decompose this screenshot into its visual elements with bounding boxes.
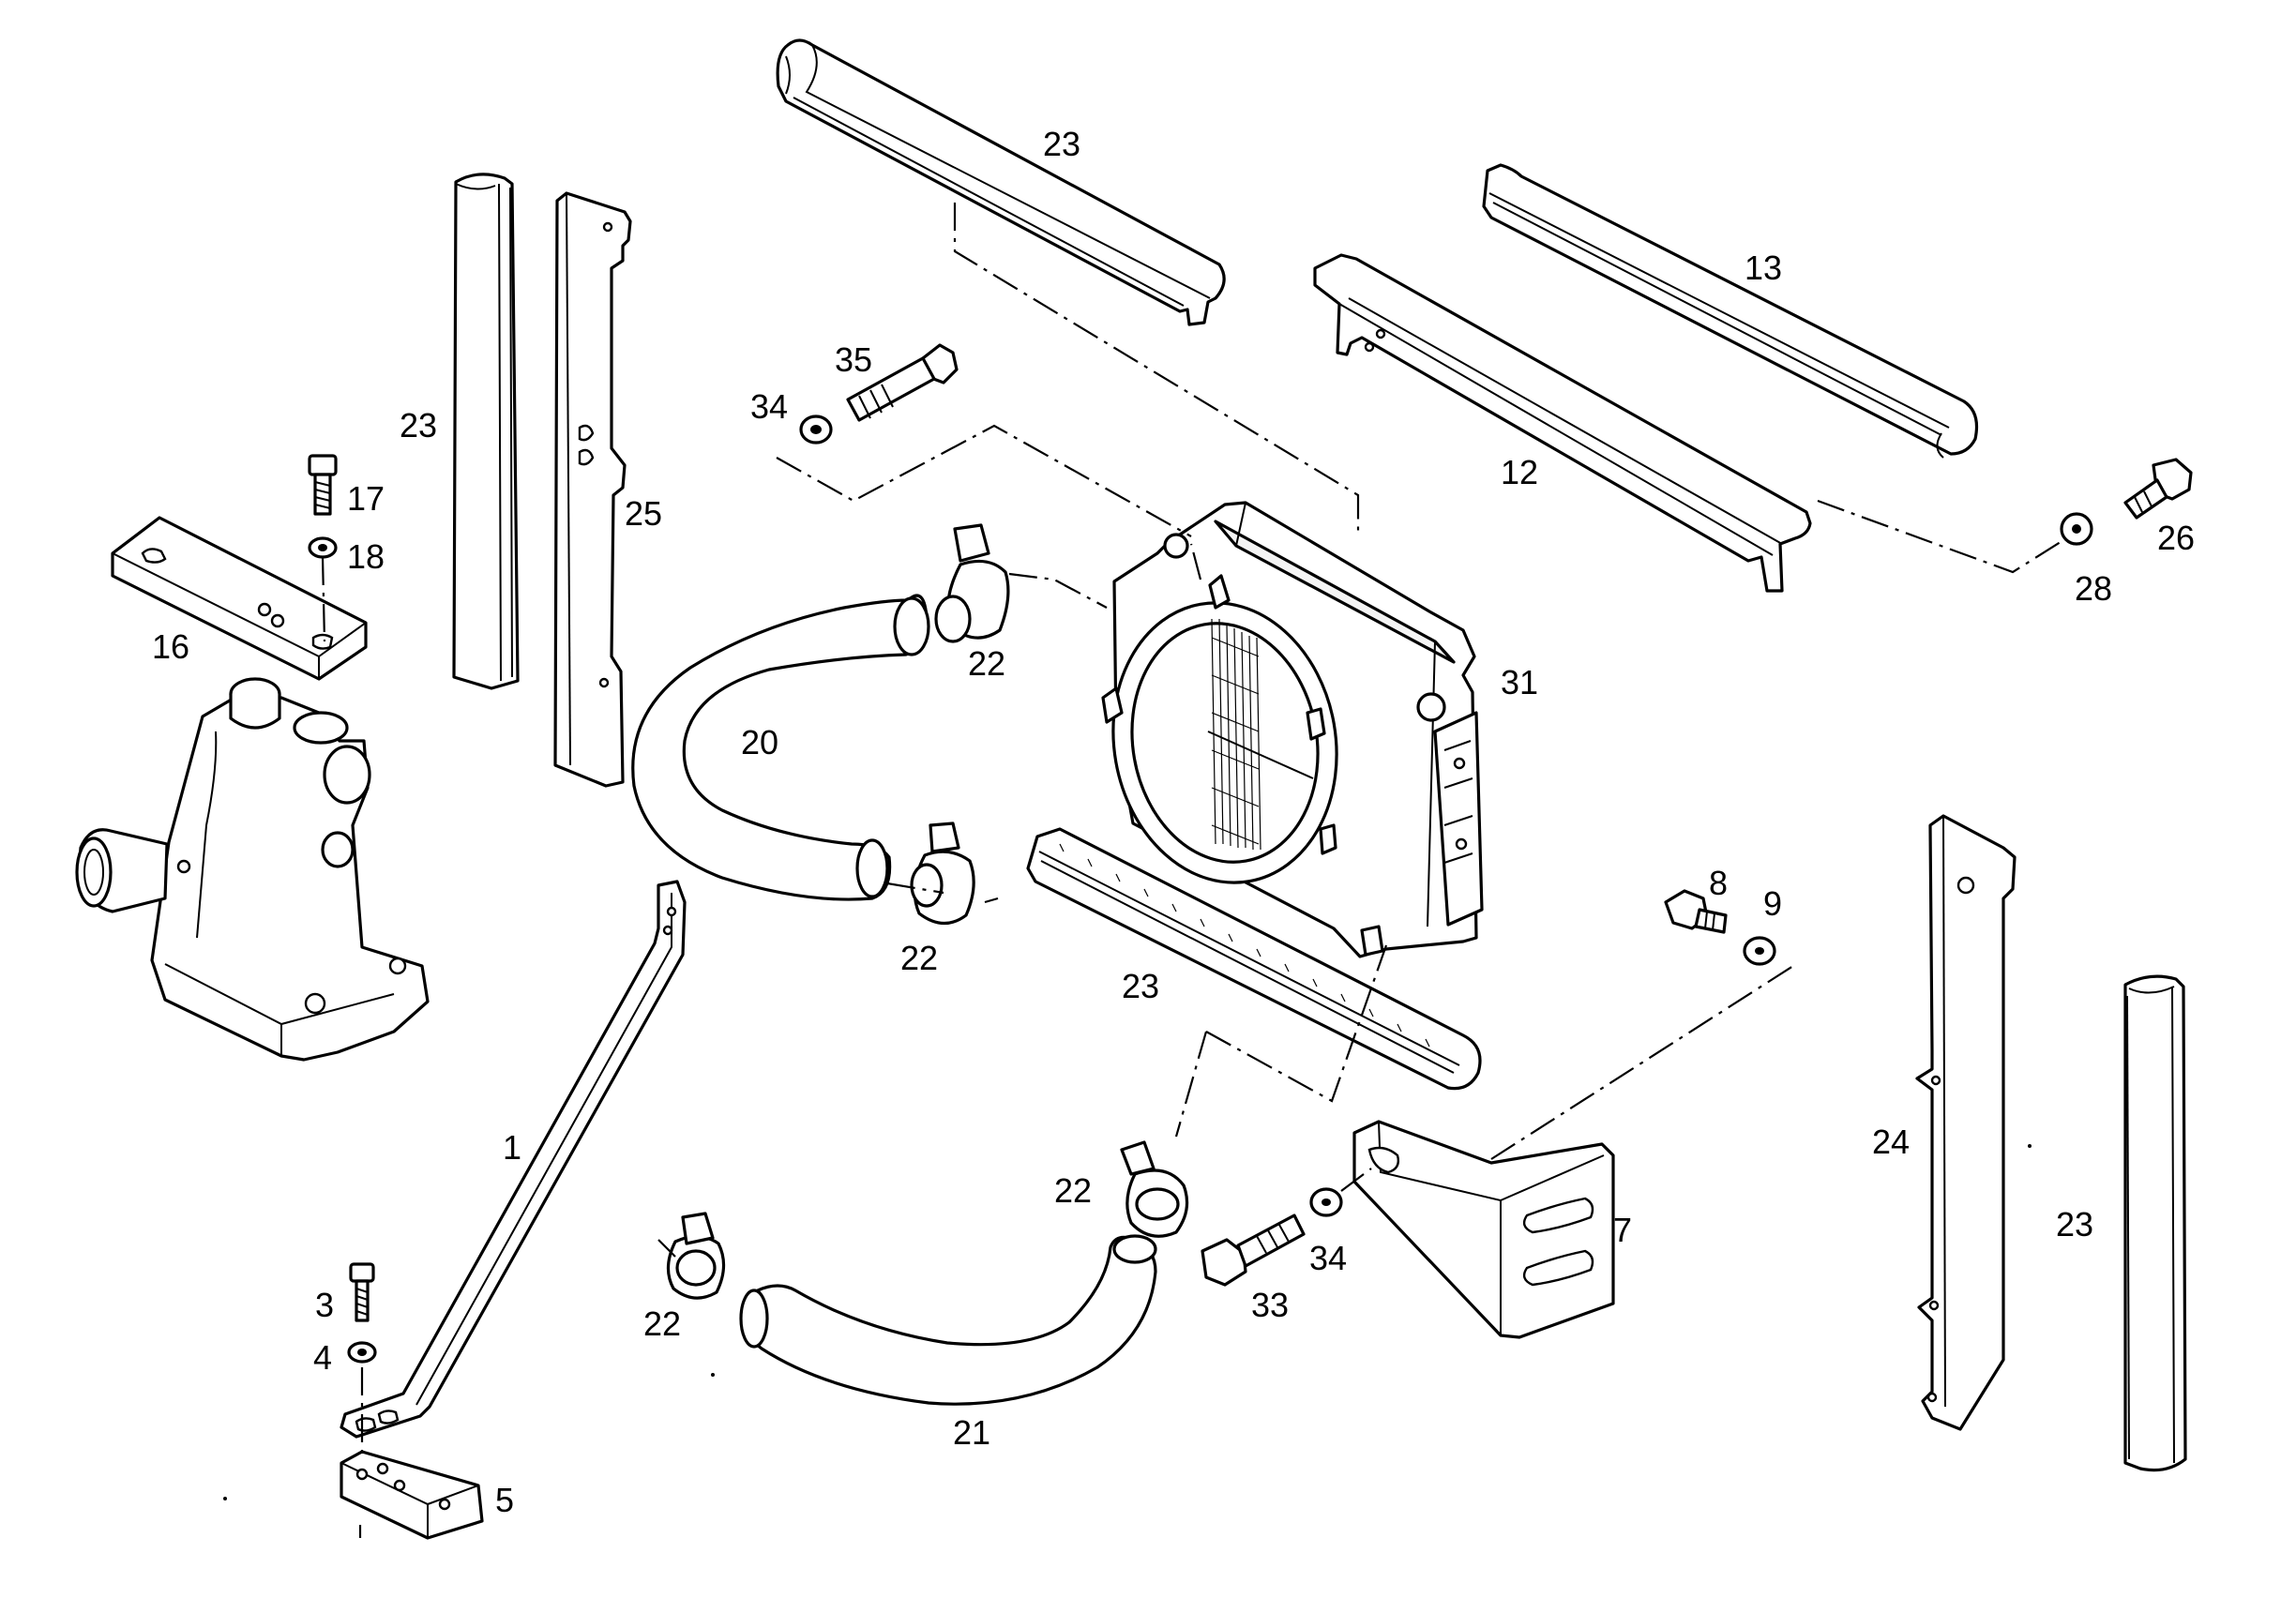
part-22-clamp-middle <box>910 822 975 926</box>
part-22-clamp-lower-right <box>1120 1140 1189 1238</box>
callout-33: 33 <box>1251 1286 1289 1324</box>
part-23-top-seal <box>776 38 1226 326</box>
callout-22-lower-right: 22 <box>1054 1171 1092 1210</box>
part-17-bolt <box>308 454 338 516</box>
radiator-core-hatching <box>1207 618 1314 851</box>
callout-20: 20 <box>741 723 778 761</box>
thermostat-housing <box>75 677 430 1062</box>
part-3-bolt <box>349 1262 375 1322</box>
callout-23-right: 23 <box>2056 1205 2093 1244</box>
callout-17: 17 <box>347 479 385 518</box>
part-22-clamp-upper <box>934 523 1010 643</box>
part-21-lower-hose <box>739 1234 1157 1406</box>
part-23-left-seal <box>452 173 520 690</box>
part-16-mounting-plate <box>111 516 368 681</box>
callout-23-left: 23 <box>400 406 437 445</box>
part-13-seal <box>1482 163 1979 459</box>
part-4-washer <box>347 1341 377 1364</box>
callout-34-top: 34 <box>750 387 788 426</box>
callout-24: 24 <box>1872 1123 1910 1161</box>
callout-22-upper: 22 <box>968 644 1005 683</box>
callout-31: 31 <box>1501 663 1538 701</box>
part-18-washer <box>308 536 338 559</box>
part-34-washer-bottom <box>1309 1187 1343 1217</box>
part-25-side-panel <box>553 191 632 788</box>
part-33-bolt <box>1201 1214 1306 1287</box>
callout-34-bottom: 34 <box>1309 1239 1347 1277</box>
callout-13: 13 <box>1745 249 1782 287</box>
part-9-washer <box>1743 936 1776 966</box>
callout-18: 18 <box>347 537 385 576</box>
callout-22-middle: 22 <box>900 939 938 977</box>
callout-22-lower-left: 22 <box>643 1304 681 1343</box>
part-5-mounting-block <box>340 1450 484 1540</box>
callout-labels: 1 3 4 5 7 8 9 12 13 16 17 18 20 21 22 22… <box>152 125 2195 1519</box>
part-8-bolt <box>1664 889 1728 934</box>
part-24-side-panel <box>1915 814 2017 1431</box>
part-31-radiator-assembly <box>1101 501 1484 958</box>
part-12-bracket <box>1313 253 1812 593</box>
callout-5: 5 <box>495 1481 514 1519</box>
callout-21: 21 <box>953 1413 990 1452</box>
scan-speck <box>711 1373 715 1377</box>
part-34-washer-top <box>799 415 833 445</box>
callout-28: 28 <box>2075 569 2112 608</box>
callout-9: 9 <box>1763 884 1782 923</box>
scan-speck <box>2028 1144 2032 1148</box>
callout-25: 25 <box>625 494 662 533</box>
part-35-bolt <box>846 343 959 422</box>
callout-16: 16 <box>152 627 189 666</box>
callout-8: 8 <box>1709 864 1728 902</box>
part-7-angle-bracket <box>1352 1120 1615 1339</box>
callout-26: 26 <box>2157 519 2195 557</box>
callout-23-top: 23 <box>1043 125 1080 163</box>
part-22-clamp-lower-left <box>666 1212 726 1300</box>
part-23-right-seal <box>2123 974 2187 1472</box>
callout-35: 35 <box>835 340 872 379</box>
callout-3: 3 <box>315 1286 334 1324</box>
callout-12: 12 <box>1501 453 1538 491</box>
leader-lines <box>321 203 2064 1538</box>
callout-23-bottom: 23 <box>1122 967 1159 1005</box>
scan-speck <box>223 1497 227 1500</box>
part-20-upper-hose <box>631 594 930 901</box>
callout-1: 1 <box>503 1128 521 1167</box>
part-23-bottom-seal <box>1026 827 1482 1091</box>
callout-4: 4 <box>313 1338 332 1377</box>
part-26-bolt <box>2123 458 2193 520</box>
part-28-washer <box>2060 512 2093 546</box>
callout-7: 7 <box>1613 1211 1632 1249</box>
